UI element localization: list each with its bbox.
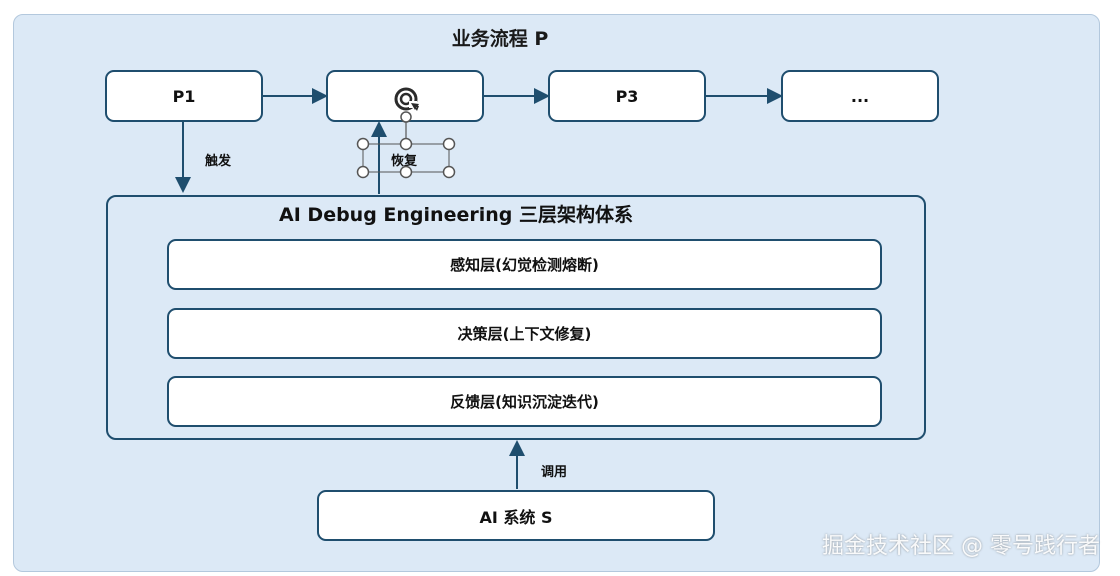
layer-decision-label: 决策层(上下文修复) xyxy=(457,325,592,343)
process-node-p3[interactable]: P3 xyxy=(548,70,706,122)
edge-label-trigger: 触发 xyxy=(205,154,232,169)
layer-perception-label: 感知层(幻觉检测熔断) xyxy=(450,256,599,274)
layer-feedback-label: 反馈层(知识沉淀迭代) xyxy=(450,393,599,411)
ai-system-node[interactable]: AI 系统 S xyxy=(317,490,715,541)
edge-label-invoke: 调用 xyxy=(541,465,568,480)
framework-title: AI Debug Engineering 三层架构体系 xyxy=(279,204,633,226)
layer-decision[interactable]: 决策层(上下文修复) xyxy=(167,308,882,359)
process-node-p1-label: P1 xyxy=(172,86,196,106)
framework-container xyxy=(106,195,926,440)
watermark: 掘金技术社区 @ 零号践行者 xyxy=(822,534,1100,559)
process-node-p3-label: P3 xyxy=(615,86,639,106)
diagram-title: 业务流程 P xyxy=(451,28,549,50)
process-node-more-label: ... xyxy=(850,86,870,106)
refresh-icon[interactable] xyxy=(393,85,421,113)
layer-feedback[interactable]: 反馈层(知识沉淀迭代) xyxy=(167,376,882,427)
process-node-p1[interactable]: P1 xyxy=(105,70,263,122)
edge-label-recover: 恢复 xyxy=(391,154,418,169)
process-node-more[interactable]: ... xyxy=(781,70,939,122)
ai-system-label: AI 系统 S xyxy=(479,507,553,527)
layer-perception[interactable]: 感知层(幻觉检测熔断) xyxy=(167,239,882,290)
